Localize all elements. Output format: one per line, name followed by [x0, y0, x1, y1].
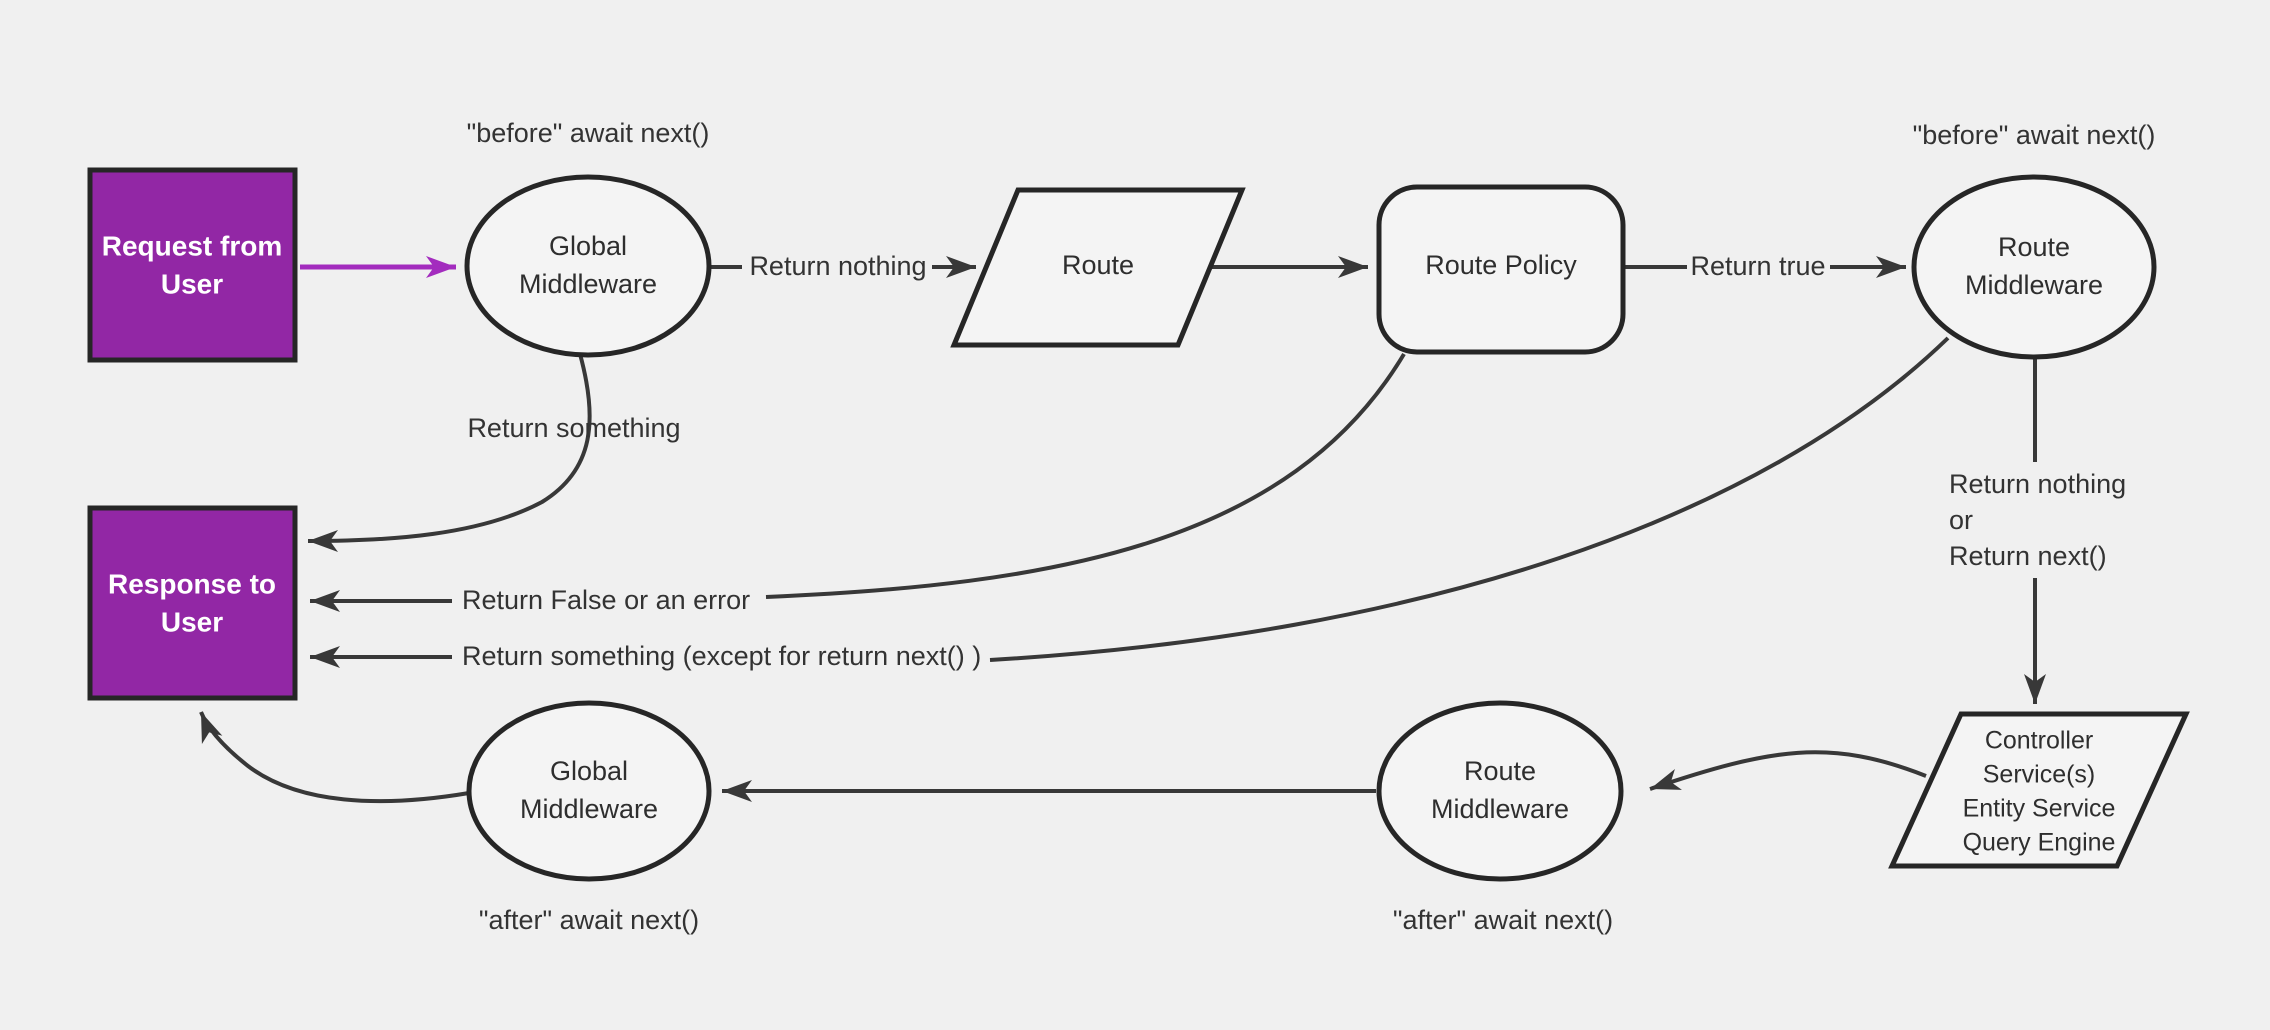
- node-route-middleware-top: Route Middleware "before" await next(): [1911, 120, 2157, 360]
- request-from-user-box: [87, 167, 298, 363]
- edge-label-return-false-or-error: Return False or an error: [462, 585, 750, 615]
- global-middleware-bottom-label-line2: Middleware: [520, 794, 658, 824]
- route-middleware-top-label-line1: Route: [1998, 232, 2070, 262]
- edge-route-middleware-to-response-curve: [989, 336, 1950, 662]
- route-middleware-bottom-label-line2: Middleware: [1431, 794, 1569, 824]
- edge-label-return-something: Return something: [467, 413, 680, 443]
- route-policy-box: [1376, 184, 1626, 355]
- route-middleware-bottom-label-line1: Route: [1464, 756, 1536, 786]
- controller-services-label-line3: Entity Service: [1963, 795, 2116, 823]
- edge-label-return-nothing-or-next-line3: Return next(): [1949, 541, 2107, 571]
- edge-labels: Return nothing Return true Return someth…: [462, 251, 2126, 671]
- global-middleware-bottom-label-line1: Global: [550, 756, 628, 786]
- edge-label-return-true: Return true: [1690, 251, 1825, 281]
- edge-global-middleware-bottom-to-response: [199, 711, 470, 804]
- node-route-policy: Route Policy: [1376, 184, 1626, 355]
- route-policy-label: Route Policy: [1425, 250, 1577, 280]
- response-to-user-box: [87, 505, 298, 701]
- node-controller-services: Controller Service(s) Entity Service Que…: [1888, 711, 2190, 869]
- edges: [199, 256, 2046, 804]
- node-global-middleware-top: Global Middleware "before" await next(): [464, 118, 712, 358]
- global-middleware-top-label-line2: Middleware: [519, 269, 657, 299]
- node-route: Route: [950, 187, 1246, 348]
- before-await-next-annotation-right: "before" await next(): [1913, 120, 2156, 150]
- edge-route-policy-to-response-curve: [765, 352, 1406, 599]
- after-await-next-annotation-left: "after" await next(): [479, 905, 699, 935]
- response-to-user-label-line2: User: [161, 606, 223, 637]
- response-to-user-label-line1: Response to: [108, 568, 276, 599]
- route-middleware-bottom-ellipse: [1376, 700, 1624, 882]
- request-from-user-label-line1: Request from: [102, 230, 282, 261]
- after-await-next-annotation-mid: "after" await next(): [1393, 905, 1613, 935]
- edge-label-return-nothing-or-next-line1: Return nothing: [1949, 469, 2126, 499]
- node-global-middleware-bottom: Global Middleware "after" await next(): [466, 700, 712, 935]
- before-await-next-annotation-left: "before" await next(): [467, 118, 710, 148]
- route-parallelogram: [950, 187, 1246, 348]
- edge-global-middleware-to-response: [307, 353, 592, 552]
- node-request-from-user: Request from User: [87, 167, 298, 363]
- edge-label-return-something-except: Return something (except for return next…: [462, 641, 981, 671]
- route-label: Route: [1062, 250, 1134, 280]
- node-response-to-user: Response to User: [87, 505, 298, 701]
- edge-label-return-nothing-or-next-line2: or: [1949, 505, 1973, 535]
- request-from-user-label-line2: User: [161, 268, 223, 299]
- controller-services-label-line4: Query Engine: [1963, 829, 2116, 857]
- route-middleware-top-ellipse: [1911, 174, 2157, 360]
- global-middleware-top-ellipse: [464, 174, 712, 358]
- controller-services-parallelogram: [1888, 711, 2190, 869]
- global-middleware-top-label-line1: Global: [549, 231, 627, 261]
- route-middleware-top-label-line2: Middleware: [1965, 270, 2103, 300]
- edge-controller-to-route-middleware-bottom: [1649, 750, 1927, 791]
- node-route-middleware-bottom: Route Middleware "after" await next(): [1376, 700, 1624, 935]
- controller-services-label-line1: Controller: [1985, 727, 2093, 755]
- global-middleware-bottom-ellipse: [466, 700, 712, 882]
- edge-label-return-nothing: Return nothing: [749, 251, 926, 281]
- controller-services-label-line2: Service(s): [1983, 761, 2096, 789]
